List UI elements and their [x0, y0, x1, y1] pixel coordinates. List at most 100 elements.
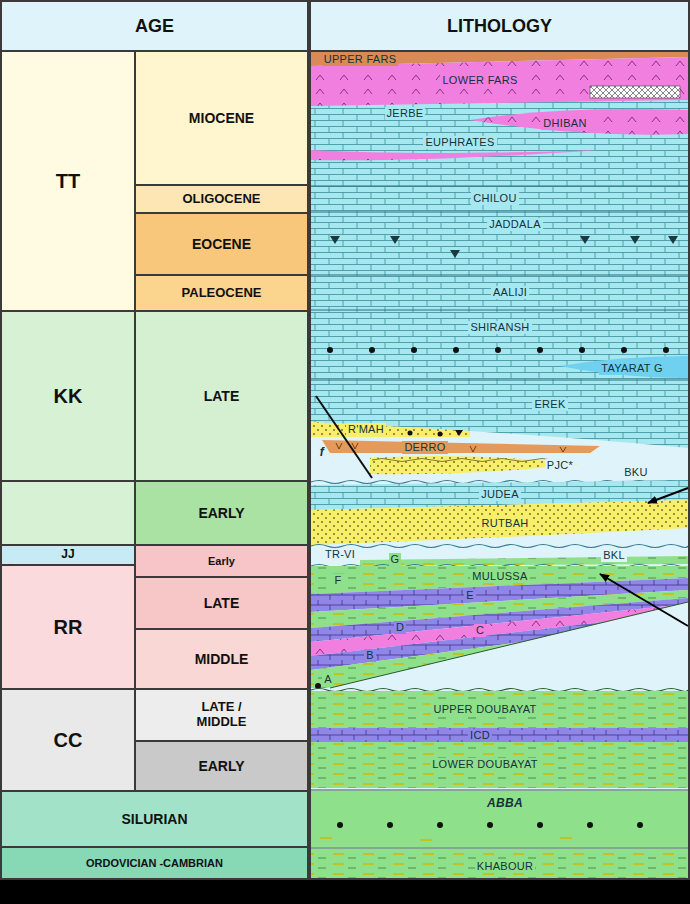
- null: [330, 236, 340, 244]
- formation-label: ICD: [468, 729, 492, 742]
- age-cell: RR: [2, 566, 134, 688]
- null: [579, 347, 585, 353]
- tertiary-late-cretaceous-beds: [590, 86, 680, 98]
- age-cell: EOCENE: [136, 214, 307, 274]
- formation-label: BKL: [601, 549, 627, 562]
- tertiary-late-cretaceous-beds: [311, 150, 600, 160]
- null: [311, 620, 688, 690]
- tertiary-late-cretaceous-beds: [316, 396, 372, 478]
- paleozoic-beds: [311, 742, 688, 788]
- formation-label: JERBE: [385, 107, 426, 120]
- formation-label: D: [394, 621, 406, 634]
- age-cell: Early: [136, 546, 307, 576]
- leader-arrow: [600, 488, 688, 626]
- age-cell: ORDOVICIAN -CAMBRIAN: [2, 848, 307, 878]
- tertiary-late-cretaceous-beds: [311, 52, 688, 478]
- header-cell: LITHOLOGY: [311, 2, 688, 50]
- formation-label: EREK: [532, 398, 567, 411]
- age-label: CC: [54, 729, 83, 752]
- age-label: LATE / MIDDLE: [187, 700, 257, 730]
- age-label: LITHOLOGY: [447, 16, 552, 37]
- formation-label: LOWER DOUBAYAT: [430, 758, 540, 771]
- null: [311, 612, 688, 670]
- formation-label: A: [322, 673, 334, 686]
- formation-label: AALIJI: [491, 286, 529, 299]
- age-cell: EARLY: [136, 742, 307, 790]
- formation-label: UPPER DOUBAYAT: [431, 703, 538, 716]
- null: [327, 347, 333, 353]
- age-label: PALEOCENE: [182, 286, 262, 301]
- paleozoic-beds: [311, 691, 688, 728]
- age-label: MIDDLE: [195, 651, 249, 667]
- paleozoic-beds: [320, 838, 572, 840]
- null: [668, 236, 678, 244]
- grid-ground: [0, 0, 690, 880]
- age-cell: MIOCENE: [136, 52, 307, 184]
- grid-ground: [2, 482, 134, 544]
- age-label: EARLY: [198, 505, 244, 521]
- age-label: EOCENE: [192, 236, 251, 252]
- formation-label: R'MAH: [346, 423, 386, 436]
- paleozoic-beds: [311, 849, 688, 878]
- age-label: LATE: [204, 388, 240, 404]
- null: [450, 250, 460, 258]
- age-label: RR: [54, 616, 83, 639]
- formation-label: DHIBAN: [541, 117, 588, 130]
- paleozoic-beds: [311, 789, 688, 790]
- formation-label: JADDALA: [487, 218, 543, 231]
- age-label: LATE: [204, 595, 240, 611]
- null: [369, 347, 375, 353]
- age-cell: CC: [2, 690, 134, 790]
- paleozoic-beds: [311, 689, 688, 879]
- age-label: KK: [54, 385, 83, 408]
- null: [587, 822, 593, 828]
- null: [455, 430, 463, 436]
- null: [487, 822, 493, 828]
- null: [453, 347, 459, 353]
- tertiary-late-cretaceous-beds: [311, 100, 688, 448]
- null: [390, 236, 400, 244]
- formation-label: C: [474, 624, 486, 637]
- null: [495, 347, 501, 353]
- age-label: AGE: [135, 16, 174, 37]
- age-cell: KK: [2, 312, 134, 480]
- early-cretaceous-beds: [311, 545, 688, 548]
- null: [438, 432, 443, 437]
- tertiary-late-cretaceous-beds: [370, 456, 580, 474]
- tertiary-late-cretaceous-beds: [336, 443, 566, 452]
- formation-label: SHIRANSH: [468, 321, 531, 334]
- tertiary-late-cretaceous-beds: [322, 440, 600, 453]
- age-label: EARLY: [198, 758, 244, 774]
- paleozoic-beds: [311, 847, 688, 848]
- triassic-wedge: [311, 556, 688, 690]
- tertiary-late-cretaceous-beds: [311, 186, 688, 380]
- formation-label: BKU: [622, 466, 650, 479]
- formation-label: JUDEA: [479, 488, 521, 501]
- formation-label: KHABOUR: [475, 860, 536, 873]
- formation-label: TR-VI: [323, 548, 357, 561]
- formation-label: LOWER FARS: [440, 74, 519, 87]
- age-cell: LATE: [136, 578, 307, 628]
- null: [537, 822, 543, 828]
- age-cell: LATE: [136, 312, 307, 480]
- grid-ground: [311, 52, 688, 878]
- null: [637, 822, 643, 828]
- age-cell: TT: [2, 52, 134, 310]
- age-cell: LATE / MIDDLE: [136, 690, 307, 740]
- leader-arrow: [648, 488, 688, 503]
- tertiary-late-cretaceous-beds: [470, 109, 688, 135]
- null: [537, 347, 543, 353]
- age-cell: EARLY: [136, 482, 307, 544]
- tertiary-late-cretaceous-beds: [372, 459, 552, 462]
- age-cell: PALEOCENE: [136, 276, 307, 310]
- formation-label: UPPER FARS: [322, 53, 399, 66]
- age-label: OLIGOCENE: [182, 192, 260, 207]
- formation-label: B: [364, 649, 376, 662]
- paleozoic-beds: [311, 728, 688, 742]
- paleozoic-beds: [311, 791, 688, 847]
- early-cretaceous-beds: [311, 500, 688, 545]
- null: [437, 822, 443, 828]
- leader-arrow: [600, 574, 688, 626]
